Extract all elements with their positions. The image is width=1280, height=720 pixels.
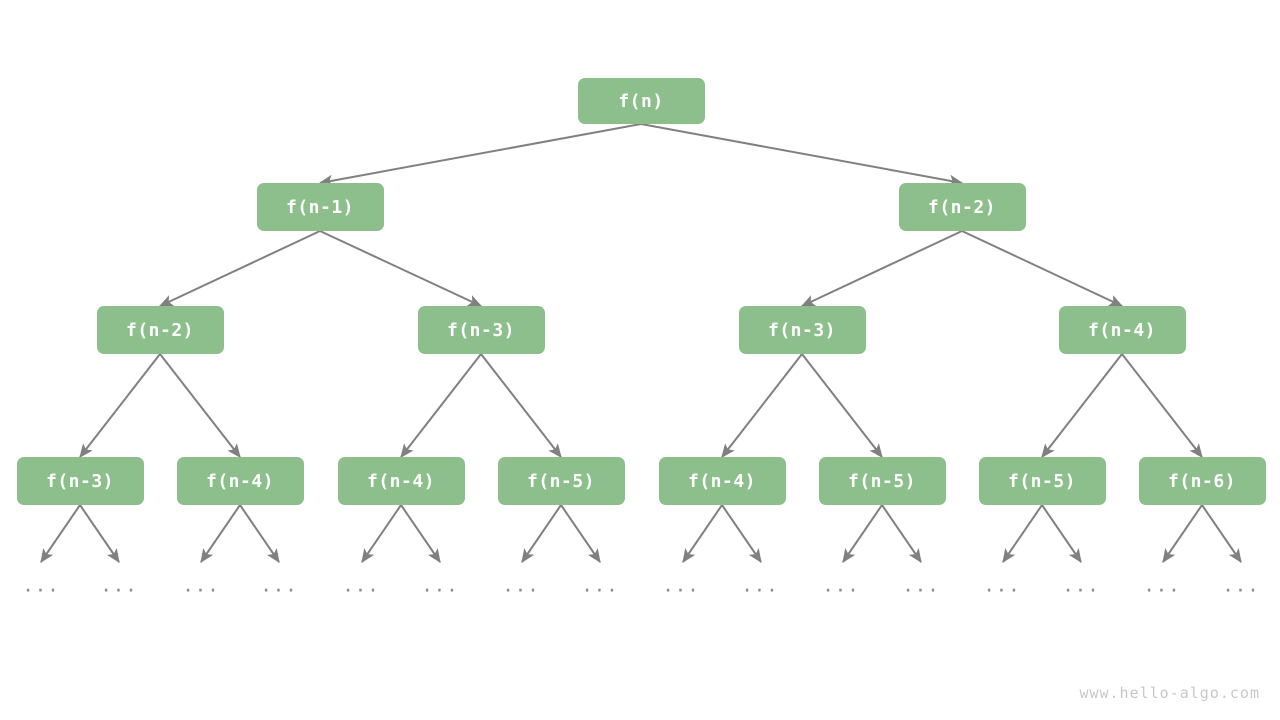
tree-node: f(n-3) [417,306,545,354]
tree-node: f(n-5) [818,457,946,505]
tree-edge [1041,353,1123,458]
ellipsis-marker: ... [421,574,459,597]
ellipsis-marker: ... [22,574,60,597]
ellipsis-marker: ... [100,574,138,597]
tree-edge [200,504,241,563]
tree-node: f(n-4) [337,457,465,505]
tree-edge [800,230,963,307]
ellipsis-marker: ... [182,574,220,597]
tree-edge [318,123,642,187]
tree-edge [682,504,723,563]
ellipsis-marker: ... [662,574,700,597]
tree-edge [842,504,883,563]
tree-edge [1002,504,1043,563]
tree-edge [961,230,1124,307]
tree-node: f(n-2) [96,306,224,354]
tree-edge [521,504,562,563]
tree-node: f(n) [577,78,705,124]
ellipsis-marker: ... [581,574,619,597]
ellipsis-marker: ... [822,574,860,597]
tree-edge [480,353,562,458]
tree-edge [881,504,922,563]
edge-layer [40,123,1242,563]
ellipsis-marker: ... [741,574,779,597]
tree-node: f(n-4) [176,457,304,505]
tree-edge [239,504,280,563]
tree-edge [361,504,402,563]
tree-edge [640,123,964,187]
tree-node: f(n-5) [978,457,1106,505]
ellipsis-marker: ... [1062,574,1100,597]
tree-edge [1121,353,1203,458]
tree-edge [158,230,321,307]
tree-edge [79,353,161,458]
tree-node: f(n-4) [658,457,786,505]
tree-node: f(n-2) [898,183,1026,231]
tree-node: f(n-3) [16,457,144,505]
ellipsis-marker: ... [502,574,540,597]
ellipsis-marker: ... [1143,574,1181,597]
tree-node: f(n-1) [256,183,384,231]
ellipsis-marker: ... [983,574,1021,597]
tree-edge [1162,504,1203,563]
tree-node: f(n-4) [1058,306,1186,354]
tree-edge [319,230,483,307]
tree-edge [1201,504,1242,563]
ellipsis-marker: ... [342,574,380,597]
tree-edge [40,504,81,563]
watermark: www.hello-algo.com [1079,684,1260,702]
ellipsis-marker: ... [260,574,298,597]
tree-edge [560,504,601,563]
tree-edge [721,504,762,563]
ellipsis-marker: ... [902,574,940,597]
tree-edge [400,504,441,563]
tree-edge [159,353,241,458]
tree-edge [1041,504,1082,563]
tree-edge [400,353,482,458]
tree-node: f(n-3) [738,306,866,354]
tree-node: f(n-5) [497,457,625,505]
ellipsis-marker: ... [1222,574,1260,597]
tree-node: f(n-6) [1138,457,1266,505]
tree-edge [801,353,883,458]
tree-edge [721,353,803,458]
tree-edge [79,504,120,563]
